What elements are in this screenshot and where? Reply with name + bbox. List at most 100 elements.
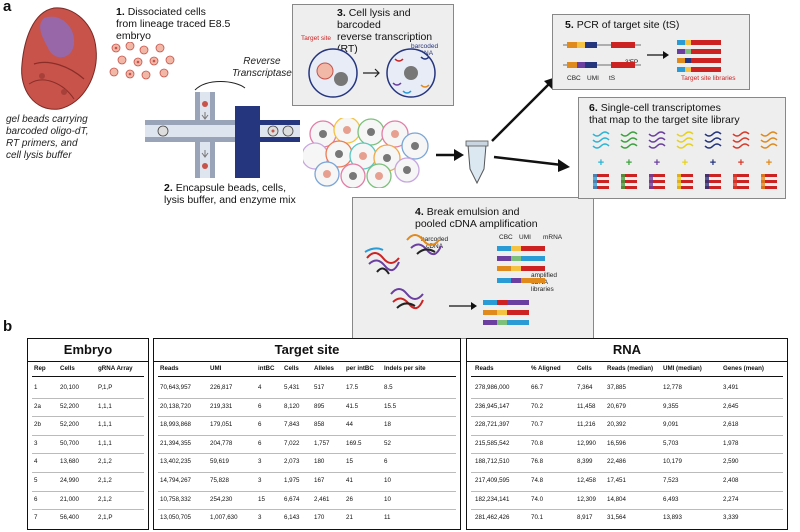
target-table-cell: 10,758,332 bbox=[160, 495, 191, 503]
transcriptomes-illustration: +++ ++++ bbox=[592, 131, 778, 189]
rna-table-title: RNA bbox=[467, 339, 787, 362]
embryo-table-header: Cells bbox=[60, 365, 75, 372]
umi-label-5: UMI bbox=[587, 75, 599, 82]
rna-table-header: Cells bbox=[577, 365, 592, 372]
rna-table-cell: 2,618 bbox=[723, 421, 739, 429]
gel-beads-note: gel beads carrying barcoded oligo-dT, RT… bbox=[6, 114, 89, 161]
target-table-header: Reads bbox=[160, 365, 179, 372]
embryo-table-cell: 2,1,2 bbox=[98, 495, 112, 503]
target-table-cell: 44 bbox=[346, 421, 353, 429]
target-table-cell: 179,051 bbox=[210, 421, 233, 429]
rna-table-cell: 13,893 bbox=[663, 514, 682, 522]
target-table-cell: 10 bbox=[384, 477, 391, 484]
svg-text:+: + bbox=[626, 157, 632, 169]
svg-text:+: + bbox=[654, 157, 660, 169]
rna-table-cell: 31,564 bbox=[607, 514, 626, 522]
target-table-cell: 2,461 bbox=[314, 495, 330, 503]
target-table-cell: 21 bbox=[346, 514, 353, 522]
cbc-label-4: CBC bbox=[499, 234, 513, 241]
step5-box: 5. PCR of target site (tS) CBC UMI tS 3'… bbox=[552, 14, 750, 90]
rna-table-cell: 14,804 bbox=[607, 495, 626, 503]
rna-table-cell: 217,409,595 bbox=[475, 477, 510, 484]
step5-text: 5. PCR of target site (tS) bbox=[565, 19, 680, 31]
target-table-cell: 3 bbox=[258, 514, 262, 522]
target-table-cell: 858 bbox=[314, 421, 325, 429]
target-table-cell: 517 bbox=[314, 384, 325, 391]
rna-table-cell: 66.7 bbox=[531, 384, 544, 391]
cbc-label-5: CBC bbox=[567, 75, 581, 82]
rna-table-cell: 2,274 bbox=[723, 495, 739, 503]
ts-label-5: tS bbox=[609, 75, 616, 82]
step2-text: 2. Encapsule beads, cells, lysis buffer,… bbox=[164, 182, 296, 206]
step1-text: 1. Dissociated cells from lineage traced… bbox=[116, 6, 231, 42]
rna-table-cell: 2,408 bbox=[723, 477, 739, 484]
rna-table-header: UMI (median) bbox=[663, 365, 702, 372]
rna-table-cell: 12,778 bbox=[663, 384, 682, 391]
rna-table-cell: 278,986,000 bbox=[475, 384, 510, 391]
target-table-cell: 11 bbox=[384, 514, 391, 522]
target-table-cell: 59,619 bbox=[210, 458, 229, 466]
rna-table-cell: 9,355 bbox=[663, 402, 679, 410]
droplets-illustration bbox=[303, 118, 429, 188]
reverse-transcriptase-label: Reverse Transcriptase bbox=[232, 56, 292, 79]
panel-b-label: b bbox=[3, 318, 13, 335]
target-table-cell: 6,674 bbox=[284, 495, 300, 503]
rna-table-cell: 3,339 bbox=[723, 514, 739, 522]
target-table-cell: 15 bbox=[346, 458, 353, 466]
target-table-cell: 6,143 bbox=[284, 514, 300, 522]
rna-table-cell: 74.8 bbox=[531, 477, 544, 484]
rna-table-cell: 74.0 bbox=[531, 495, 544, 503]
dissociated-cells-illustration bbox=[109, 42, 175, 80]
rna-table-header: % Aligned bbox=[531, 365, 561, 372]
svg-text:+: + bbox=[738, 157, 744, 169]
embryo-table-cell: 52,200 bbox=[60, 421, 79, 429]
rna-table-cell: 236,945,147 bbox=[475, 402, 510, 410]
svg-text:+: + bbox=[598, 157, 604, 169]
rna-table-cell: 2,645 bbox=[723, 402, 739, 410]
target-table-cell: 15.5 bbox=[384, 402, 397, 410]
rna-table-cell: 11,216 bbox=[577, 421, 596, 429]
target-table-cell: 13,402,235 bbox=[160, 458, 191, 466]
step3-box: 3. Cell lysis and barcoded reverse trans… bbox=[292, 4, 454, 106]
target-table-cell: 2,073 bbox=[284, 458, 300, 466]
embryo-table-cell: 2a bbox=[34, 402, 41, 410]
target-table-header: intBC bbox=[258, 365, 275, 372]
rna-table-cell: 70.8 bbox=[531, 439, 544, 447]
embryo-table-cell: 1 bbox=[34, 384, 38, 391]
microfluidic-device-illustration bbox=[145, 81, 300, 178]
embryo-table-cell: 50,700 bbox=[60, 439, 79, 447]
target-site-libraries-label: Target site libraries bbox=[681, 75, 736, 82]
rna-table-cell: 20,392 bbox=[607, 421, 626, 429]
target-table-header: Cells bbox=[284, 365, 299, 372]
embryo-table-cell: 3 bbox=[34, 439, 38, 447]
embryo-table-cell: 21,000 bbox=[60, 495, 79, 503]
target-table-cell: 7,022 bbox=[284, 439, 300, 447]
embryo-table-cell: 20,100 bbox=[60, 384, 79, 391]
embryo-table-cell: 5 bbox=[34, 477, 38, 484]
target-table-cell: 6 bbox=[258, 439, 262, 447]
svg-text:+: + bbox=[710, 157, 716, 169]
rna-table-cell: 12,990 bbox=[577, 439, 596, 447]
target-table-cell: 70,643,957 bbox=[160, 384, 191, 391]
step4-box: 4. Break emulsion and pooled cDNA amplif… bbox=[352, 197, 594, 339]
rna-table-cell: 70.1 bbox=[531, 514, 544, 522]
svg-text:+: + bbox=[682, 157, 688, 169]
target-table-cell: 4 bbox=[258, 384, 262, 391]
amplification-illustration bbox=[364, 234, 545, 325]
embryo-table-cell: P,1,P bbox=[98, 384, 113, 391]
embryo-table-cell: 24,990 bbox=[60, 477, 79, 484]
mrna-label-4: mRNA bbox=[543, 234, 563, 241]
target-table-cell: 52 bbox=[384, 439, 391, 447]
target-table-cell: 6 bbox=[258, 402, 262, 410]
panel-a-label: a bbox=[3, 0, 12, 15]
target-table-cell: 41.5 bbox=[346, 402, 359, 410]
target-table-cell: 180 bbox=[314, 458, 325, 466]
rna-table-cell: 12,458 bbox=[577, 477, 596, 484]
embryo-table-title: Embryo bbox=[28, 339, 148, 362]
rna-table-cell: 6,493 bbox=[663, 495, 679, 503]
rna-table-cell: 70.2 bbox=[531, 402, 544, 410]
embryo-table-cell: 6 bbox=[34, 495, 38, 503]
target-table-cell: 169.5 bbox=[346, 439, 362, 447]
